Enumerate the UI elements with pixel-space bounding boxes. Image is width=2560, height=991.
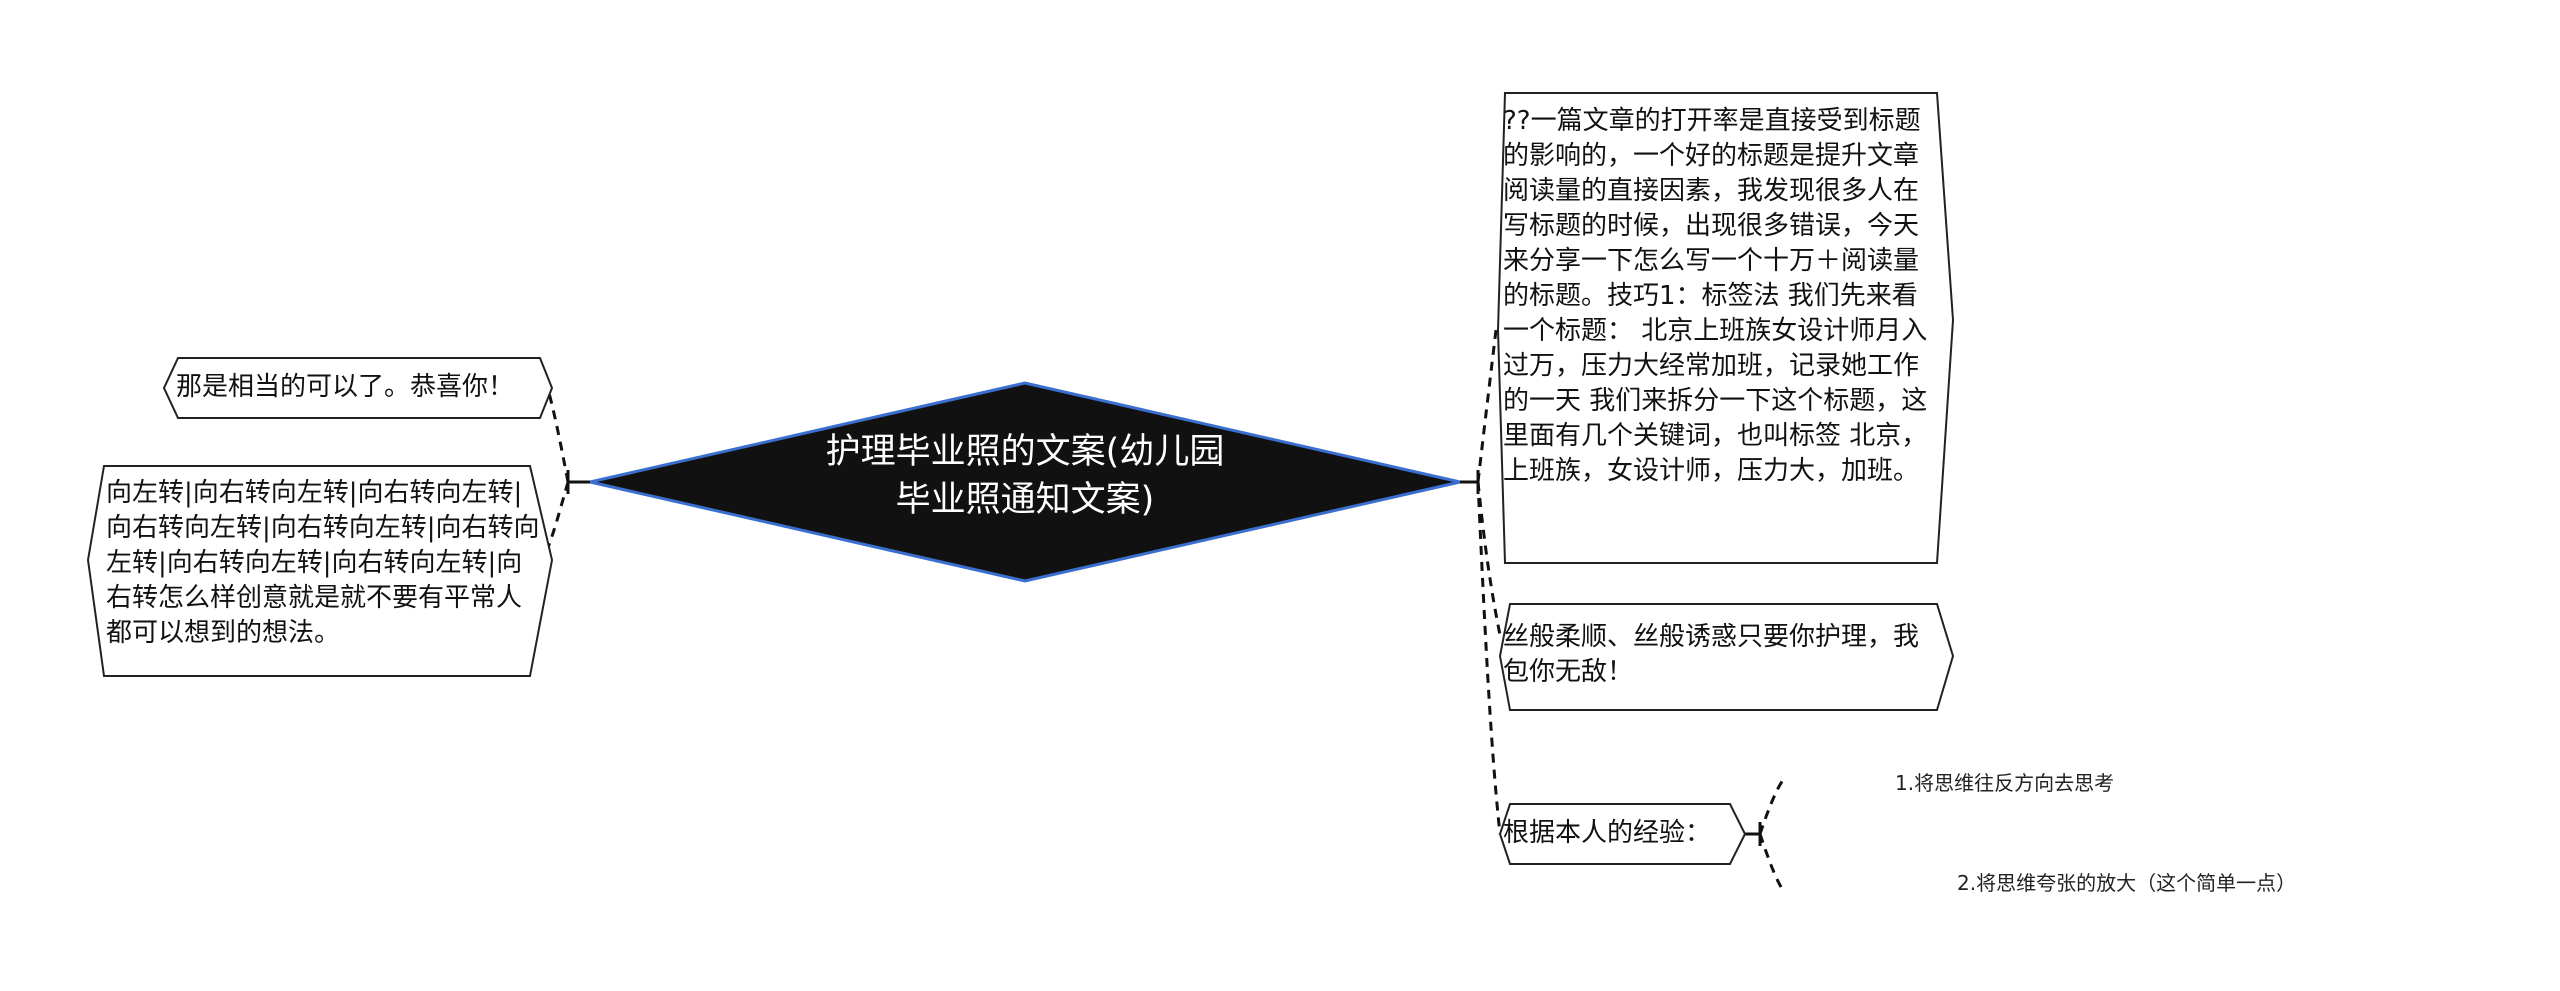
- right-node-3-frame[interactable]: [1498, 803, 1747, 865]
- right-node-1-text: ??一篇文章的打开率是直接受到标题的影响的，一个好的标题是提升文章阅读量的直接因…: [1503, 106, 1928, 486]
- left-node-2-text: 向左转|向右转向左转|向右转向左转|向右转向左转|向右转向左转|向右转向左转|向…: [106, 478, 540, 648]
- sub-leaf-2[interactable]: 2.将思维夸张的放大（这个简单一点）: [1957, 871, 2297, 895]
- right-node-1-frame[interactable]: [1496, 92, 1955, 564]
- sub-leaf-1[interactable]: 1.将思维往反方向去思考: [1895, 771, 2115, 795]
- right-node-2-frame[interactable]: [1498, 603, 1955, 711]
- left-node-1-text: 那是相当的可以了。恭喜你！: [176, 372, 515, 402]
- right-node-2-text: 丝般柔顺、丝般诱惑只要你护理，我包你无敌！: [1503, 622, 1920, 687]
- center-title: 护理毕业照的文案(幼儿园 毕业照通知文案): [760, 428, 1290, 524]
- center-title-line-2: 毕业照通知文案): [895, 480, 1155, 520]
- sub-connectors: [1745, 779, 1785, 891]
- left-node-1-frame[interactable]: [162, 357, 554, 419]
- center-title-line-1: 护理毕业照的文案(幼儿园: [825, 432, 1225, 472]
- left-connectors: [541, 371, 590, 561]
- right-node-3-text: 根据本人的经验：: [1503, 818, 1712, 848]
- right-connectors: [1460, 329, 1502, 835]
- left-node-2-frame[interactable]: [86, 465, 554, 677]
